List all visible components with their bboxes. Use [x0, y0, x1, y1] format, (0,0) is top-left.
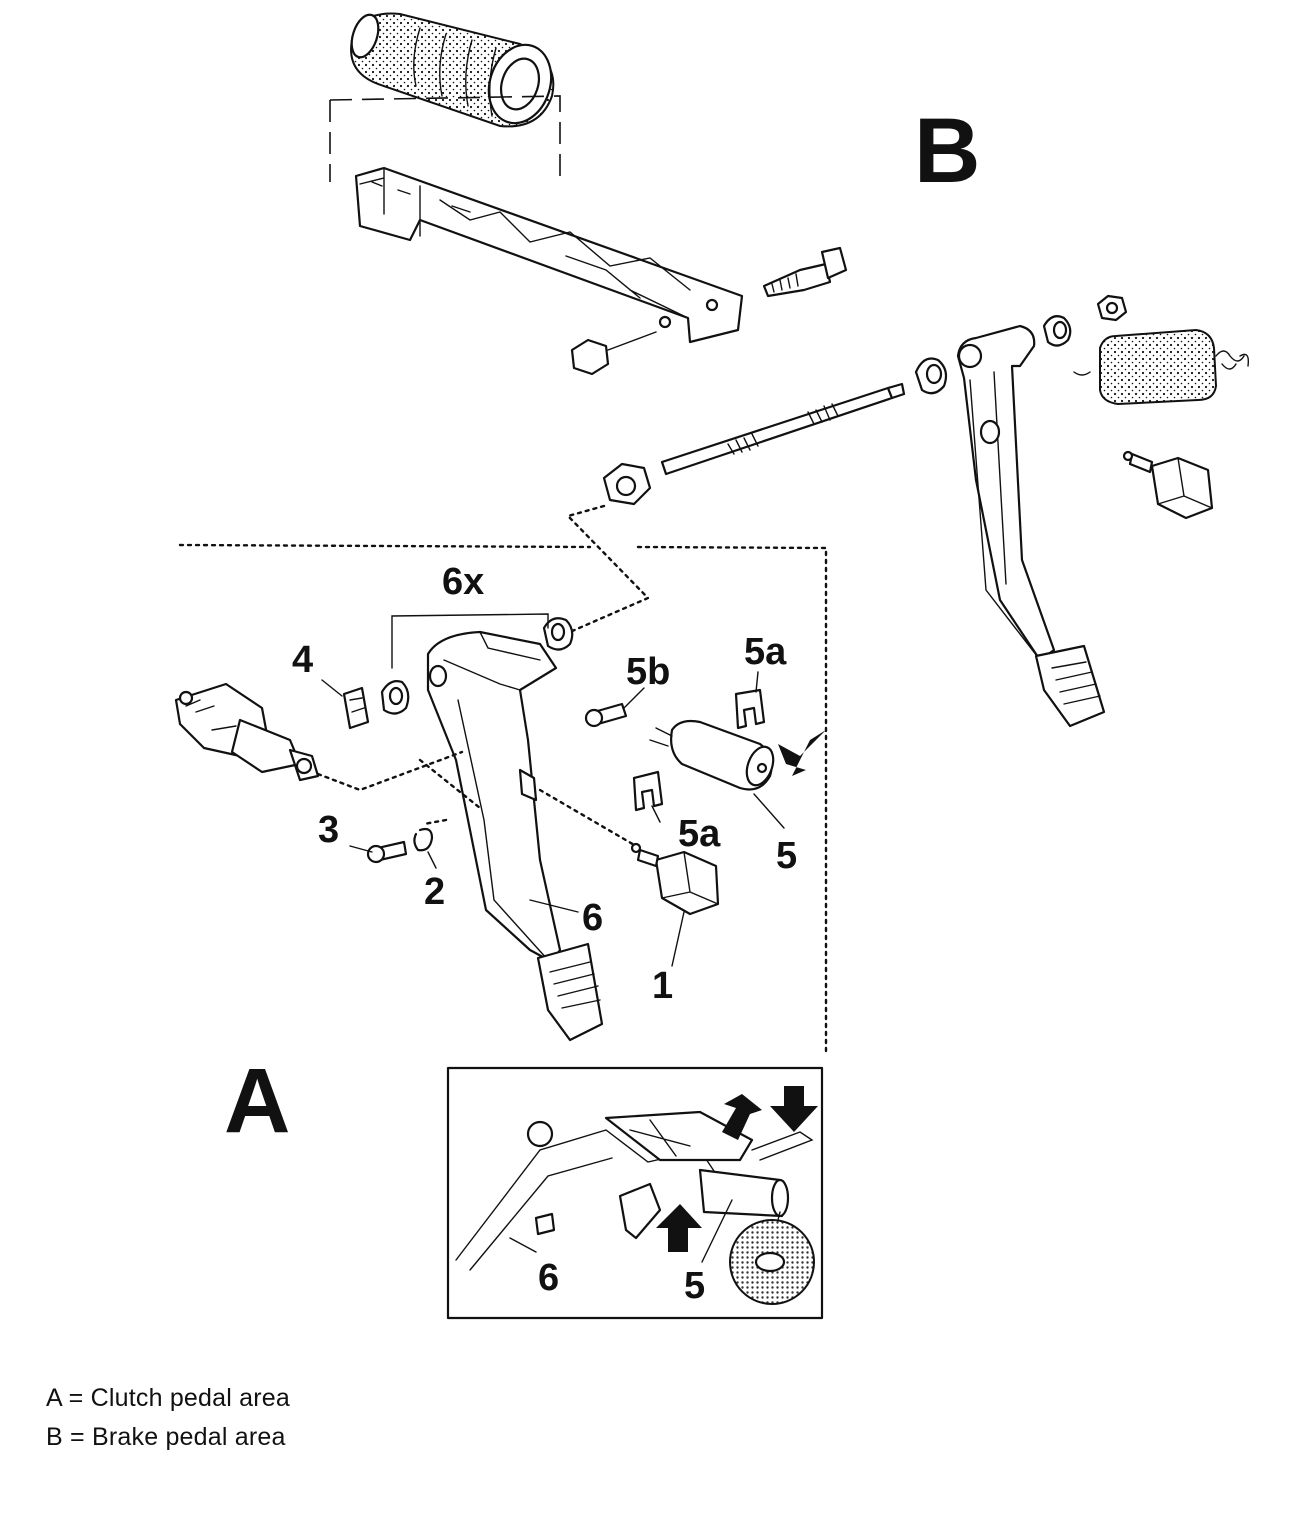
bracket-bolt — [762, 246, 848, 298]
part-5b-pin — [584, 702, 628, 728]
part-3-pin — [366, 840, 408, 864]
legend-key: A — [46, 1384, 62, 1412]
callout-5: 5 — [776, 835, 797, 877]
switch-link-line — [538, 788, 638, 848]
part-5a-clip-top — [734, 688, 766, 730]
callout-5a-top: 5a — [744, 631, 787, 673]
shaft-nut — [602, 462, 652, 506]
callout-4: 4 — [292, 639, 313, 681]
legend-text: Brake pedal area — [92, 1423, 286, 1451]
inset-pedal-bracket — [455, 1110, 815, 1305]
inset-callout-6: 6 — [538, 1257, 559, 1299]
brake-light-switch-b — [1122, 450, 1214, 520]
bracket-nut — [570, 331, 657, 376]
section-label-b: B — [914, 100, 980, 202]
clutch-pedal — [426, 630, 604, 1042]
pivot-shaft — [660, 382, 906, 476]
inset-arrow-3 — [656, 1204, 702, 1252]
legend-sep: = — [68, 1384, 84, 1412]
callout-2: 2 — [424, 871, 445, 913]
brake-pedal — [956, 324, 1106, 728]
boot-guide-line — [329, 95, 561, 182]
master-cylinder-link — [316, 750, 482, 826]
brake-pivot-bushing-right — [1042, 315, 1072, 347]
part-5-spring-cylinder — [649, 719, 775, 791]
legend-item-b: B = Brake pedal area — [46, 1423, 286, 1452]
leaders — [321, 671, 785, 967]
part-1-switch — [630, 842, 720, 916]
shaft-link-line — [565, 504, 651, 634]
legend-key: B — [46, 1423, 63, 1451]
section-label-a: A — [224, 1050, 290, 1152]
part-5a-clip-bottom — [632, 770, 664, 812]
booster-boot — [350, 12, 555, 128]
part-2-circlip — [413, 827, 434, 852]
inset-callout-5: 5 — [684, 1265, 705, 1307]
clutch-master-cylinder — [174, 682, 320, 782]
part-4-clip — [342, 686, 370, 730]
callout-5a-bottom: 5a — [678, 813, 721, 855]
bracket-6x — [391, 613, 549, 669]
section-a-boundary — [178, 543, 828, 1056]
pedal-bracket — [354, 166, 744, 344]
callout-3: 3 — [318, 809, 339, 851]
part-6x-bushing-left — [380, 680, 410, 715]
inset-arrow-1 — [722, 1094, 762, 1140]
inset-arrow-2 — [770, 1086, 818, 1132]
legend-text: Clutch pedal area — [90, 1384, 290, 1412]
brake-pivot-bushing-left — [914, 357, 948, 395]
callout-6x: 6x — [442, 561, 484, 603]
part-5-arrow — [778, 730, 826, 776]
callout-5b: 5b — [626, 651, 670, 693]
callout-6: 6 — [582, 897, 603, 939]
brake-pivot-nut — [1096, 294, 1128, 322]
callout-1: 1 — [652, 965, 673, 1007]
brake-return-spring — [1073, 328, 1250, 406]
legend-item-a: A = Clutch pedal area — [46, 1384, 290, 1413]
legend-sep: = — [70, 1423, 85, 1451]
part-6x-bushing-right — [542, 617, 574, 651]
inset-leaders — [509, 1199, 733, 1263]
